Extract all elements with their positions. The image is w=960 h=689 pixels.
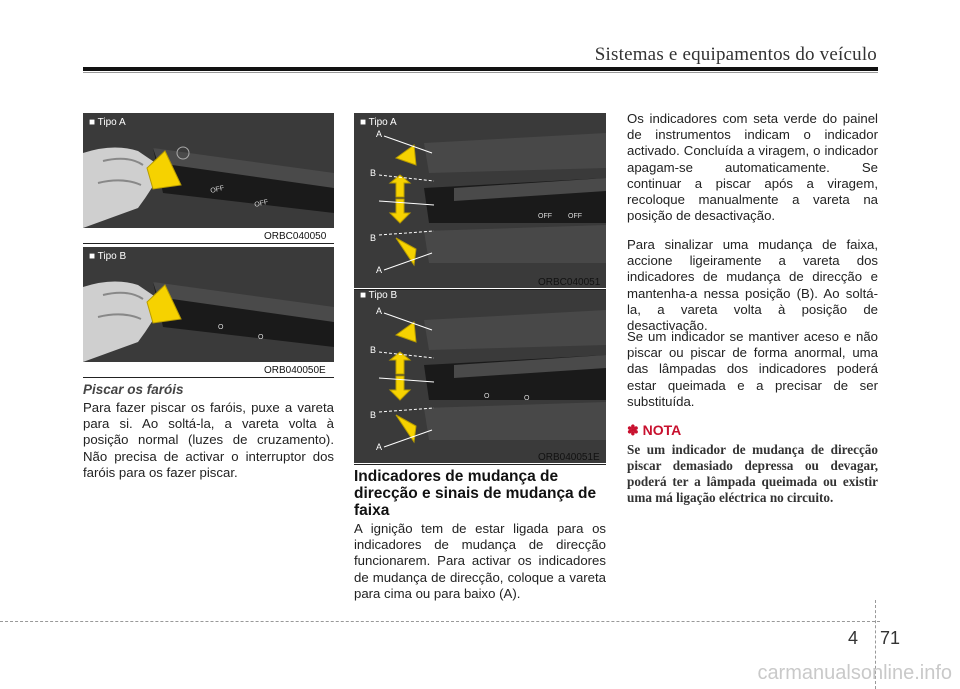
lever-label-2: OFF [254, 199, 269, 209]
arrow-down-b-icon [388, 198, 412, 224]
figure-code: ORB040050E [264, 365, 326, 376]
marker-a-top: A [376, 306, 383, 316]
signal-illustration: OFF OFF [354, 113, 606, 288]
lever-illustration: O O [83, 247, 334, 362]
arrow-up-b-icon [388, 174, 412, 198]
arrow-down-a-icon [395, 237, 417, 267]
col3-paragraph-2: Para sinalizar uma mudança de faixa, acc… [627, 237, 878, 334]
figure-caption: ■ Tipo A [360, 117, 397, 128]
figure-underline [354, 289, 606, 290]
nota-body: Se um indicador de mudança de direcção p… [627, 442, 878, 505]
watermark: carmanualsonline.info [757, 662, 952, 684]
marker-a-top: A [376, 129, 383, 139]
pull-arrow-icon [146, 284, 182, 324]
figure-code: ORB040051E [538, 452, 600, 463]
arrow-up-a-icon [394, 321, 417, 343]
figure-flash-type-b: O O ■ Tipo B [83, 247, 334, 362]
lever-label-1: OFF [538, 213, 552, 220]
footer-rule [0, 621, 880, 622]
figure-code: ORBC040050 [264, 231, 327, 242]
marker-b-top: B [370, 168, 377, 178]
figure-signal-type-b: O O ■ Tipo B A B B A [354, 290, 606, 463]
signal-illustration: O O [354, 290, 606, 463]
footer-divider [875, 600, 876, 689]
header-rule [83, 67, 878, 71]
lever-label-1: OFF [210, 185, 225, 195]
pull-arrow-icon [146, 150, 182, 190]
arrow-up-b-icon [388, 351, 412, 375]
figure-underline [354, 464, 606, 465]
section-body-signals: A ignição tem de estar ligada para os in… [354, 521, 606, 601]
col3-paragraph-3: Se um indicador se mantiver aceso e não … [627, 329, 878, 409]
marker-a-bottom: A [376, 442, 383, 452]
marker-b-bottom: B [370, 233, 377, 243]
lever-label-2: OFF [568, 213, 582, 220]
marker-a-bottom: A [376, 265, 383, 275]
section-title-signals: Indicadores de mudança de direcção e sin… [354, 468, 597, 519]
marker-b-top: B [370, 345, 377, 355]
arrow-up-a-icon [394, 144, 417, 166]
lever-label-2: O [258, 334, 264, 341]
nota-title: NOTA [642, 422, 682, 438]
arrow-down-a-icon [395, 414, 417, 444]
lever-label-1: O [484, 393, 490, 400]
figure-code: ORBC040051 [538, 277, 601, 288]
nota-heading: ✽ NOTA [627, 422, 681, 439]
figure-caption: ■ Tipo B [360, 290, 398, 301]
figure-underline [83, 377, 334, 378]
figure-flash-type-a: OFF OFF ■ Tipo A [83, 113, 334, 228]
section-body-flash: Para fazer piscar os faróis, puxe a vare… [83, 400, 334, 480]
section-title-flash: Piscar os faróis [83, 382, 184, 397]
figure-signal-type-a: OFF OFF ■ Tipo A A B B A [354, 113, 606, 288]
page-header-title: Sistemas e equipamentos do veículo [594, 44, 877, 65]
lever-label-1: O [218, 324, 224, 331]
figure-caption: ■ Tipo B [89, 251, 127, 262]
figure-caption: ■ Tipo A [89, 117, 126, 128]
lever-label-2: O [524, 395, 530, 402]
header-rule-thin [83, 72, 878, 73]
marker-b-bottom: B [370, 410, 377, 420]
nota-star-icon: ✽ [627, 422, 639, 438]
col3-paragraph-1: Os indicadores com seta verde do painel … [627, 111, 878, 224]
arrow-down-b-icon [388, 375, 412, 401]
page-number: 71 [880, 628, 901, 648]
chapter-number: 4 [848, 628, 859, 648]
figure-underline [83, 243, 334, 244]
lever-illustration: OFF OFF [83, 113, 334, 228]
